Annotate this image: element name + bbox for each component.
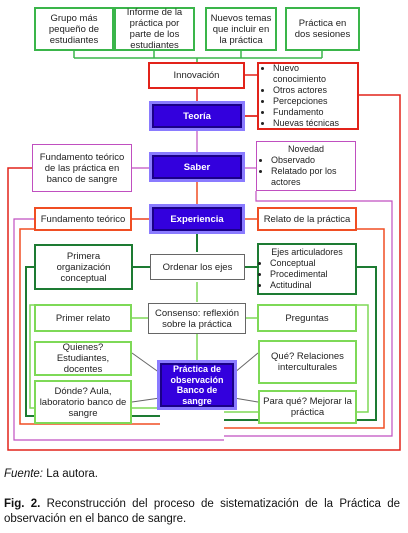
source-text: La autora.: [46, 468, 98, 480]
saber-box: Saber: [152, 155, 242, 179]
saber-right-box: Novedad Observado Relatado por los actor…: [256, 141, 356, 191]
top-box-grupo: Grupo más pequeño de estudiantes: [34, 7, 114, 51]
top-box-practica-dos-sesiones: Práctica en dos sesiones: [285, 7, 360, 51]
ejes-item: Actitudinal: [270, 280, 360, 291]
innovacion-item: Fundamento: [273, 107, 354, 118]
paraque-box: Para qué? Mejorar la práctica: [258, 390, 357, 424]
exp-right-box: Relato de la práctica: [257, 207, 357, 231]
innovacion-item: Nuevo conocimiento: [273, 63, 354, 85]
innovacion-list: Nuevo conocimiento Otros actores Percepc…: [257, 62, 359, 130]
ejes-item: Conceptual: [270, 258, 360, 269]
innovacion-box: Innovación: [148, 62, 245, 89]
ejes-box: Ejes articuladores Conceptual Procedimen…: [257, 243, 357, 295]
practica-box: Práctica de observación Banco de sangre: [160, 363, 234, 407]
top-box-nuevos-temas: Nuevos temas que incluir en la práctica: [205, 7, 277, 51]
que-box: Qué? Relaciones interculturales: [258, 340, 357, 384]
exp-left-box: Fundamento teórico: [34, 207, 132, 231]
consenso-left-box: Primer relato: [34, 304, 132, 332]
source-label: Fuente:: [4, 468, 43, 480]
diagram: Grupo más pequeño de estudiantes Informe…: [0, 0, 408, 460]
innovacion-item: Otros actores: [273, 85, 354, 96]
figure-label: Fig. 2.: [4, 498, 41, 510]
ordenar-box: Ordenar los ejes: [150, 254, 245, 280]
novedad-title: Novedad: [287, 144, 325, 154]
figure-caption: Fig. 2. Reconstrucción del proceso de si…: [4, 497, 400, 527]
experiencia-box: Experiencia: [152, 207, 242, 231]
saber-left-box: Fundamento teórico de las práctica en ba…: [32, 144, 132, 192]
donde-box: Dónde? Aula, laboratorio banco de sangre: [34, 380, 132, 424]
figure-text: Reconstrucción del proceso de sistematiz…: [4, 498, 400, 525]
ejes-item: Procedimental: [270, 269, 360, 280]
consenso-box: Consenso: reflexión sobre la práctica: [148, 303, 246, 334]
innovacion-item: Nuevas técnicas: [273, 118, 354, 129]
novedad-item: Observado: [271, 155, 363, 166]
novedad-item: Relatado por los actores: [271, 166, 363, 188]
ejes-title: Ejes articuladores: [271, 247, 343, 257]
ordenar-left-box: Primera organización conceptual: [34, 244, 133, 290]
teoria-box: Teoría: [152, 104, 242, 128]
consenso-right-box: Preguntas: [257, 304, 357, 332]
top-box-informe: Informe de la práctica por parte de los …: [114, 7, 195, 51]
innovacion-item: Percepciones: [273, 96, 354, 107]
source-caption: Fuente: La autora.: [4, 468, 98, 480]
quienes-box: Quienes? Estudiantes, docentes: [34, 341, 132, 376]
